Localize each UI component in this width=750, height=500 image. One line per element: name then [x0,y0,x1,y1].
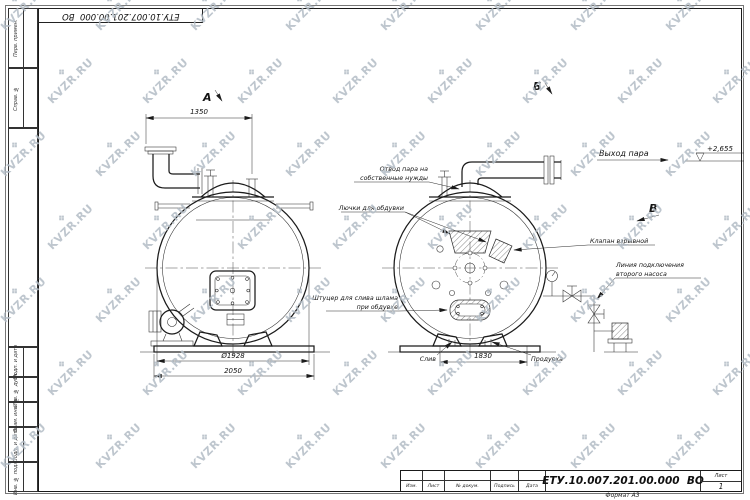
annotation-steam-own-needs: Отвод пара на собственные нужды [354,166,460,190]
view-b-label: Б [533,80,553,95]
supports-side [388,333,556,353]
titleblock-podpis-label: Подпись [491,481,519,491]
boiler-side-view: 1830 Б В [382,80,660,366]
stamp-inv-podl: Инв. № подл. [8,459,38,495]
view-a-letter: А [202,91,212,104]
dimension-1830: 1830 [439,346,528,366]
annotation-blow-hatches: Лючки для обдувки [338,204,487,243]
steam-outlet-pipe [461,155,562,187]
view-v-letter: В [649,202,657,215]
annotation-second-pump-line: Линия подключения второго насоса [596,262,701,300]
dome-fitting-side [438,170,451,197]
sludge-hatch [449,299,491,321]
dimension-2050: 2050 [153,354,315,380]
dim-1350-text: 1350 [190,108,208,116]
stamp-podp-data-bottom: Подп. и дата [8,427,38,462]
dome-safety-stub [246,178,258,197]
stamp-podp-data-top: Подп. и дата [8,345,38,379]
dim-1830-text: 1830 [474,352,492,360]
annotation-blowdown: Продувка [491,341,563,363]
annotation-drain: Слив [420,341,453,363]
annotation-sludge-drain: Штуцер для слива шлама при обдувке [312,295,448,313]
annotation-sludge-line2: при обдувке [357,303,399,311]
titleblock-data-label: Дата [519,481,546,491]
titleblock-izm-label: Изм. [401,481,423,491]
elevation-value: +2,655 [707,145,733,153]
steam-dome-side [429,182,511,202]
annotation-steam-out: Выход пара [597,149,669,163]
titleblock-empty-cell [423,471,445,481]
manhole [209,270,256,311]
stamp-vzam-inv: Взам. инв. № [8,397,38,432]
annotation-steam-out-text: Выход пара [599,149,649,158]
stamp-empty [8,128,38,347]
titleblock-list-label: Лист [423,481,445,491]
elevation-mark: +2,655 [685,145,744,162]
stamp-inv-dubl: Инв. № дубл. [8,372,38,407]
center-nozzle [452,250,488,286]
supports-front [140,331,330,353]
nameplate [226,313,245,326]
titleblock-empty-cell [491,471,519,481]
blowdown-piping [543,270,638,353]
titleblock-empty-cell [401,471,423,481]
title-block-sheet-cell: Лист 1 [701,471,741,491]
steam-pipe-front [144,146,203,194]
annotation-blowdown-text: Продувка [531,356,563,363]
view-v-label: В [636,202,660,222]
annotation-drain-text: Слив [420,356,437,363]
blow-hatch [448,230,492,254]
format-label: Формат А3 [605,492,640,499]
titleblock-empty-cell [519,471,546,481]
annotation-steam-own-line2: собственные нужды [360,174,428,182]
annotation-pump-line1: Линия подключения [615,262,684,269]
annotation-sludge-line1: Штуцер для слива шлама [312,295,398,302]
boiler-front-view: 1350 Ø1928 2050 А [140,89,330,380]
steam-dome-front [192,182,274,202]
centerlines-front [145,180,323,358]
annotation-pump-line2: второго насоса [616,271,667,278]
shell-nozzles [431,245,509,296]
centerlines-side [382,180,558,358]
dimension-diameter-1928: Ø1928 [156,272,310,365]
annotation-explosion-valve-text: Клапан взрывной [590,238,648,245]
titleblock-doc-label: № докум. [445,481,491,491]
title-block: Изм. Лист № докум. Подпись Дата ЕТУ.10.0… [400,470,742,492]
side-stays [154,201,314,211]
annotation-steam-own-line1: Отвод пара на [380,166,428,173]
pump-block [611,322,629,340]
stamp-perv-primen: Перв. примен. [8,8,38,68]
title-block-revision-grid: Изм. Лист № докум. Подпись Дата [401,471,546,491]
annotation-explosion-valve: Клапан взрывной [513,238,655,252]
sheet-number: 1 [718,482,724,491]
sheet-label: Лист [701,471,741,482]
title-block-doc-number-cell: ЕТУ.10.007.201.00.000 ВО [542,471,704,491]
top-rotated-doc-number-box: ЕТУ.10.007.201.00.000 ВО [38,8,203,23]
paper-edge-border [5,5,744,494]
blower-fan [148,303,195,347]
drawing-frame [38,8,742,492]
dim-1928-text: Ø1928 [220,352,245,360]
explosion-valve-hatch [488,238,513,264]
view-a-label: А [202,89,223,104]
stamp-sprav: Справ. № [8,68,38,128]
dimension-1350: 1350 [145,108,253,174]
view-b-letter: Б [533,80,541,93]
dim-2050-text: 2050 [224,367,242,375]
pressure-gauge [546,270,558,282]
titleblock-empty-cell [445,471,491,481]
annotation-hatches-text: Лючки для обдувки [338,204,404,212]
doc-number: ЕТУ.10.007.201.00.000 ВО [542,475,704,487]
dome-valve-fitting [204,169,217,197]
